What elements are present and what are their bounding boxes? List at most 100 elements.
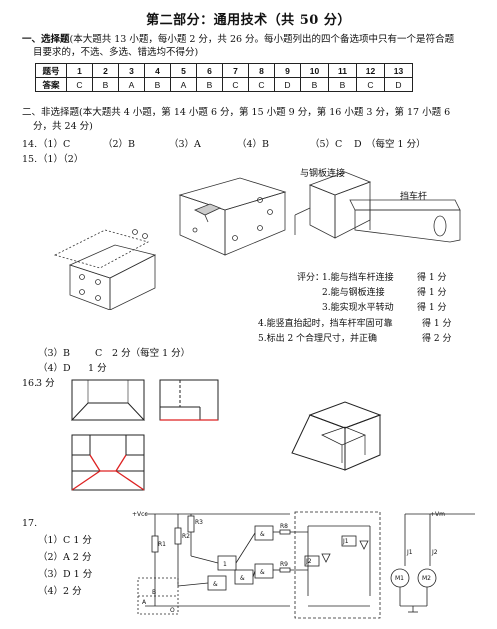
q14-answer-4: （4）B: [237, 139, 270, 150]
scoring-score-1: 得 1 分: [417, 273, 447, 283]
label-vcc: +Vcc: [132, 511, 148, 518]
label-r2: R2: [182, 533, 190, 540]
label-and-gate-2: &: [260, 569, 265, 576]
q15-drawings: [53, 171, 461, 310]
q14-number: 14.: [22, 139, 38, 150]
table-cell: 13: [384, 63, 413, 78]
section1-desc-line1: (本大题共 13 小题，每小题 2 分，共 26 分。每小题列出的四个备选项中只…: [69, 34, 455, 45]
scoring-item-3: 3.能实现水平转动: [322, 303, 394, 313]
q17-answer-1: （1）C 1 分: [38, 535, 92, 546]
label-barrier-bar: 挡车杆: [400, 192, 428, 202]
table-cell: C: [356, 77, 385, 92]
q14-answer-6: D: [354, 139, 362, 150]
label-vm: +Vm: [430, 511, 445, 518]
q14-answer-1: （1）C: [38, 139, 71, 150]
section2-heading: 二、非选择题: [22, 107, 80, 118]
bracket-drawing-2: [178, 177, 287, 256]
table-cell: 5: [170, 63, 197, 78]
label-j2: J2: [305, 558, 312, 565]
section1: 一、选择题(本大题共 13 小题，每小题 2 分，共 26 分。每小题列出的四个…: [22, 33, 487, 46]
section2: 二、非选择题(本大题共 4 小题，第 14 小题 6 分，第 15 小题 9 分…: [22, 106, 492, 119]
table-cell: 7: [222, 63, 249, 78]
table-cell: B: [196, 77, 223, 92]
label-a: A: [142, 599, 147, 606]
scoring-score-2: 得 1 分: [417, 288, 447, 298]
q17-answer-2: （2）A 2 分: [38, 552, 92, 563]
label-m2: M2: [422, 575, 431, 582]
label-j1-contact: J1: [406, 549, 413, 556]
table-cell: C: [222, 77, 249, 92]
table-cell: A: [118, 77, 145, 92]
q14-answer-5: （5）C: [310, 139, 343, 150]
section1-desc-line2: 目要求的，不选、多选、错选均不得分): [33, 47, 199, 58]
scoring-score-4: 得 1 分: [422, 319, 452, 329]
q15-answer-4: （4）D: [38, 363, 71, 374]
bracket-drawing-1: [53, 229, 157, 310]
table-cell: D: [384, 77, 413, 92]
scoring-score-3: 得 1 分: [417, 303, 447, 313]
q15-number: 15.: [22, 154, 38, 165]
scoring-item-5: 5.标出 2 个合理尺寸，并正确: [258, 334, 378, 344]
table-cell: 9: [274, 63, 301, 78]
label-and-gate-4: &: [213, 581, 218, 588]
label-b: B: [152, 589, 156, 596]
table-cell: C: [66, 77, 93, 92]
label-j1: J1: [342, 538, 349, 545]
scoring-score-5: 得 2 分: [422, 334, 452, 344]
q16-views-drawing: [70, 379, 382, 491]
label-m1: M1: [395, 575, 404, 582]
q14-answer-3: （3）A: [169, 139, 201, 150]
label-and-gate-3: &: [240, 575, 245, 582]
table-cell: 4: [144, 63, 171, 78]
page-title: 第二部分：通用技术（共 50 分）: [146, 13, 351, 28]
q15-answer-3b: C: [95, 348, 103, 359]
q17-number: 17.: [22, 518, 38, 529]
scoring-item-1: 1.能与挡车杆连接: [322, 273, 394, 283]
table-cell: 2: [92, 63, 119, 78]
table-header-number: 题号: [35, 63, 67, 78]
barrier-assembly-drawing: [294, 171, 461, 243]
answer-table: 题号 1 2 3 4 5 6 7 8 9 10 11 12 13 答案 C B …: [35, 63, 413, 92]
q15-answer-3: （3）B: [38, 348, 71, 359]
label-o: O: [170, 607, 175, 614]
label-j2-contact: J2: [431, 549, 438, 556]
table-row-numbers: 题号 1 2 3 4 5 6 7 8 9 10 11 12 13: [35, 63, 413, 78]
table-cell: 8: [248, 63, 275, 78]
q15-answer-4-note: 1 分: [88, 363, 107, 374]
table-cell: C: [248, 77, 275, 92]
table-cell: B: [144, 77, 171, 92]
table-cell: 1: [66, 63, 93, 78]
section2-desc-line1: (本大题共 4 小题，第 14 小题 6 分，第 15 小题 9 分，第 16 …: [79, 107, 451, 118]
label-r3: R3: [195, 519, 203, 526]
label-r1: R1: [158, 541, 166, 548]
q16-score: 3 分: [36, 378, 55, 389]
q17-answer-4: （4）2 分: [38, 586, 82, 597]
label-steel-plate-connection: 与钢板连接: [300, 169, 346, 179]
table-row-answers: 答案 C B A B A B C C D B B C D: [35, 77, 413, 92]
table-header-answer: 答案: [35, 77, 67, 92]
section1-heading: 一、选择题: [22, 34, 70, 45]
q17-circuit-diagram: +Vcc +Vm R1 R2 R3 R8 R9 J1 J2 J1 J2 M1 M…: [132, 511, 475, 619]
q15-parts: （1）（2）: [38, 154, 84, 165]
table-cell: 6: [196, 63, 223, 78]
q17-answer-3: （3）D 1 分: [38, 569, 93, 580]
q15-answer-3-note: 2 分（每空 1 分）: [112, 348, 191, 359]
table-cell: A: [170, 77, 197, 92]
table-cell: 11: [328, 63, 357, 78]
scoring-item-2: 2.能与钢板连接: [322, 288, 385, 298]
label-r9: R9: [280, 561, 288, 568]
table-cell: 3: [118, 63, 145, 78]
q14-note: （每空 1 分）: [366, 139, 426, 150]
table-cell: 10: [300, 63, 329, 78]
table-cell: B: [328, 77, 357, 92]
q16-number: 16.: [22, 378, 38, 389]
table-cell: D: [274, 77, 301, 92]
table-cell: 12: [356, 63, 385, 78]
label-r8: R8: [280, 523, 288, 530]
section2-desc-line2: 分，共 24 分): [33, 121, 93, 132]
q14-answer-2: （2）B: [103, 139, 136, 150]
table-cell: B: [92, 77, 119, 92]
label-and-gate-1: &: [260, 531, 265, 538]
scoring-title: 评分：: [297, 273, 325, 283]
scoring-item-4: 4.能竖直抬起时，挡车杆牢固可靠: [258, 319, 393, 329]
